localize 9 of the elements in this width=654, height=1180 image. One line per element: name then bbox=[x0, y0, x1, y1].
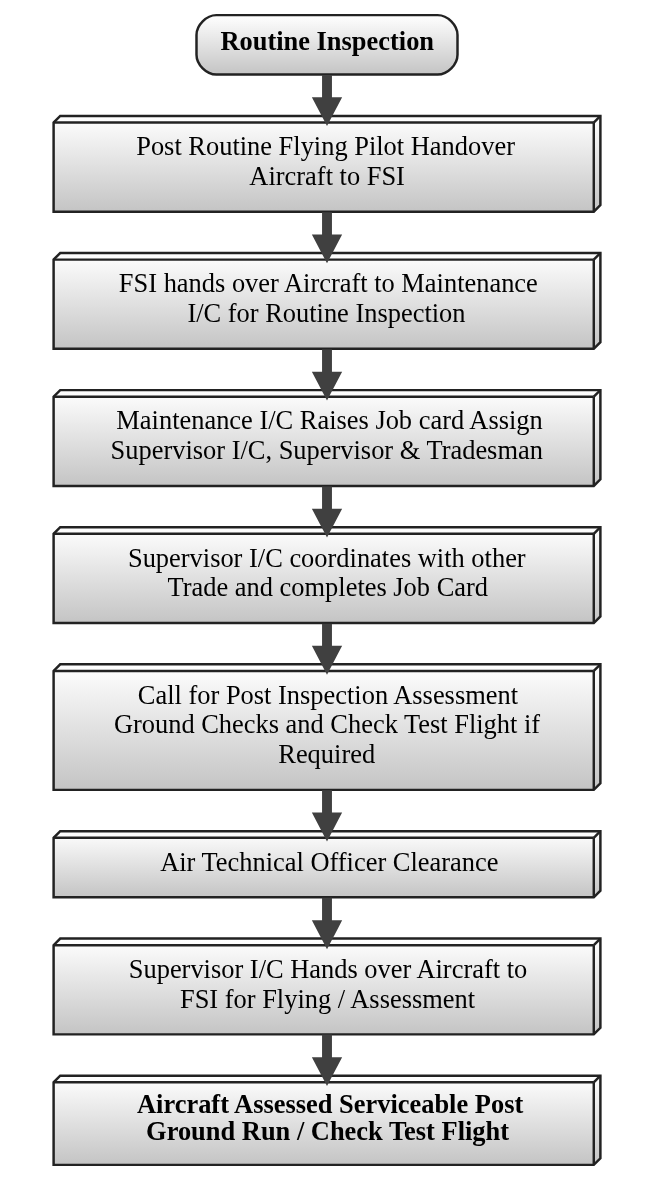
node-box: Routine Inspection bbox=[195, 13, 459, 76]
arrow bbox=[311, 1034, 343, 1087]
arrow bbox=[311, 623, 343, 675]
arrow bbox=[311, 75, 343, 127]
arrow bbox=[311, 212, 343, 264]
arrow bbox=[311, 349, 343, 401]
arrow bbox=[311, 897, 343, 950]
arrow bbox=[311, 486, 343, 538]
arrow bbox=[311, 790, 343, 842]
